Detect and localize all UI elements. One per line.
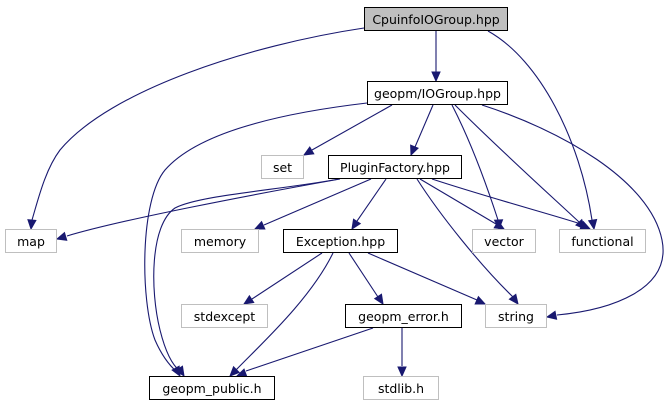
arrowhead-icon xyxy=(397,366,407,378)
edge-exception-to-string xyxy=(367,252,487,305)
edge-pluginfactory-to-map xyxy=(55,178,341,241)
edge-line xyxy=(153,178,340,372)
edge-line xyxy=(356,178,387,222)
edge-geopm_error-to-stdlib xyxy=(397,328,407,378)
node-label: geopm_public.h xyxy=(162,380,262,396)
edge-line xyxy=(367,252,478,301)
edge-line xyxy=(311,104,393,151)
edge-line xyxy=(481,104,664,316)
edge-iogroup-to-string xyxy=(481,104,664,320)
edge-line xyxy=(251,252,323,300)
edge-line xyxy=(454,104,580,223)
node-label: stdlib.h xyxy=(377,380,425,396)
edge-exception-to-stdexcept xyxy=(242,252,323,305)
node-map: map xyxy=(5,229,57,253)
arrowhead-icon xyxy=(302,146,315,156)
edge-line xyxy=(31,27,365,221)
arrowhead-icon xyxy=(373,293,384,306)
arrowhead-icon xyxy=(253,220,266,230)
node-label: geopm/IOGroup.hpp xyxy=(374,85,501,101)
node-vector: vector xyxy=(472,229,536,253)
edge-line xyxy=(431,178,582,225)
arrowhead-icon xyxy=(587,218,598,231)
node-memory: memory xyxy=(181,229,259,253)
edge-line xyxy=(348,252,379,298)
node-label: Exception.hpp xyxy=(295,233,386,249)
node-label: map xyxy=(17,233,45,249)
node-pluginfactory-hpp[interactable]: PluginFactory.hpp xyxy=(328,155,462,179)
node-geopm-error-h[interactable]: geopm_error.h xyxy=(345,304,462,328)
edge-pluginfactory-to-memory xyxy=(253,178,372,230)
arrowhead-icon xyxy=(174,365,185,378)
node-geopm-iogroup-hpp[interactable]: geopm/IOGroup.hpp xyxy=(367,81,508,105)
arrowhead-icon xyxy=(242,294,255,305)
edge-pluginfactory-to-exception xyxy=(351,178,387,231)
node-label: string xyxy=(498,308,534,324)
arrowhead-icon xyxy=(545,310,558,320)
arrowhead-icon xyxy=(55,231,68,241)
node-functional: functional xyxy=(559,229,646,253)
edge-exception-to-geopm_public xyxy=(229,252,334,377)
edge-line xyxy=(414,104,434,148)
edge-pluginfactory-to-string xyxy=(416,178,519,305)
edge-cpuinfo-to-functional xyxy=(487,30,598,231)
edge-pluginfactory-to-vector xyxy=(419,178,506,230)
node-string: string xyxy=(485,304,547,328)
edge-line xyxy=(416,178,514,298)
arrowhead-icon xyxy=(351,218,362,231)
arrowhead-icon xyxy=(508,293,519,305)
edge-geopm_error-to-geopm_public xyxy=(235,327,374,378)
edge-line xyxy=(235,252,334,371)
node-stdlib-h: stdlib.h xyxy=(363,376,439,400)
node-label: functional xyxy=(571,233,634,249)
edge-pluginfactory-to-functional xyxy=(431,178,592,230)
arrowhead-icon xyxy=(27,219,37,231)
edge-iogroup-to-functional xyxy=(454,104,586,230)
arrowhead-icon xyxy=(410,144,419,157)
edge-line xyxy=(245,327,374,372)
node-geopm-public-h[interactable]: geopm_public.h xyxy=(149,376,275,400)
node-label: CpuinfoIOGroup.hpp xyxy=(372,11,500,27)
edge-line xyxy=(487,30,593,221)
edge-iogroup-to-set xyxy=(302,104,393,156)
node-label: vector xyxy=(484,233,524,249)
edge-line xyxy=(263,178,372,226)
node-exception-hpp[interactable]: Exception.hpp xyxy=(283,229,398,253)
edge-exception-to-geopm_error xyxy=(348,252,384,306)
edge-line xyxy=(419,178,497,225)
node-label: set xyxy=(272,159,293,175)
edge-line xyxy=(144,102,368,373)
edge-cpuinfo-to-map xyxy=(27,27,365,231)
edge-iogroup-to-pluginfactory xyxy=(410,104,434,157)
node-stdexcept: stdexcept xyxy=(181,304,268,328)
edge-line xyxy=(66,178,341,237)
node-label: memory xyxy=(193,233,247,249)
arrowhead-icon xyxy=(229,365,241,377)
edge-cpuinfo-to-iogroup xyxy=(431,31,441,83)
node-cpuinfoiogroup-hpp[interactable]: CpuinfoIOGroup.hpp xyxy=(364,7,508,31)
arrowhead-icon xyxy=(493,220,506,230)
edge-pluginfactory-to-geopm_public xyxy=(153,178,340,378)
node-label: geopm_error.h xyxy=(358,308,449,324)
edge-line xyxy=(451,104,499,221)
arrowhead-icon xyxy=(431,71,441,83)
node-set: set xyxy=(261,155,304,179)
arrowhead-icon xyxy=(474,295,487,305)
node-label: PluginFactory.hpp xyxy=(340,159,450,175)
node-label: stdexcept xyxy=(193,308,256,324)
